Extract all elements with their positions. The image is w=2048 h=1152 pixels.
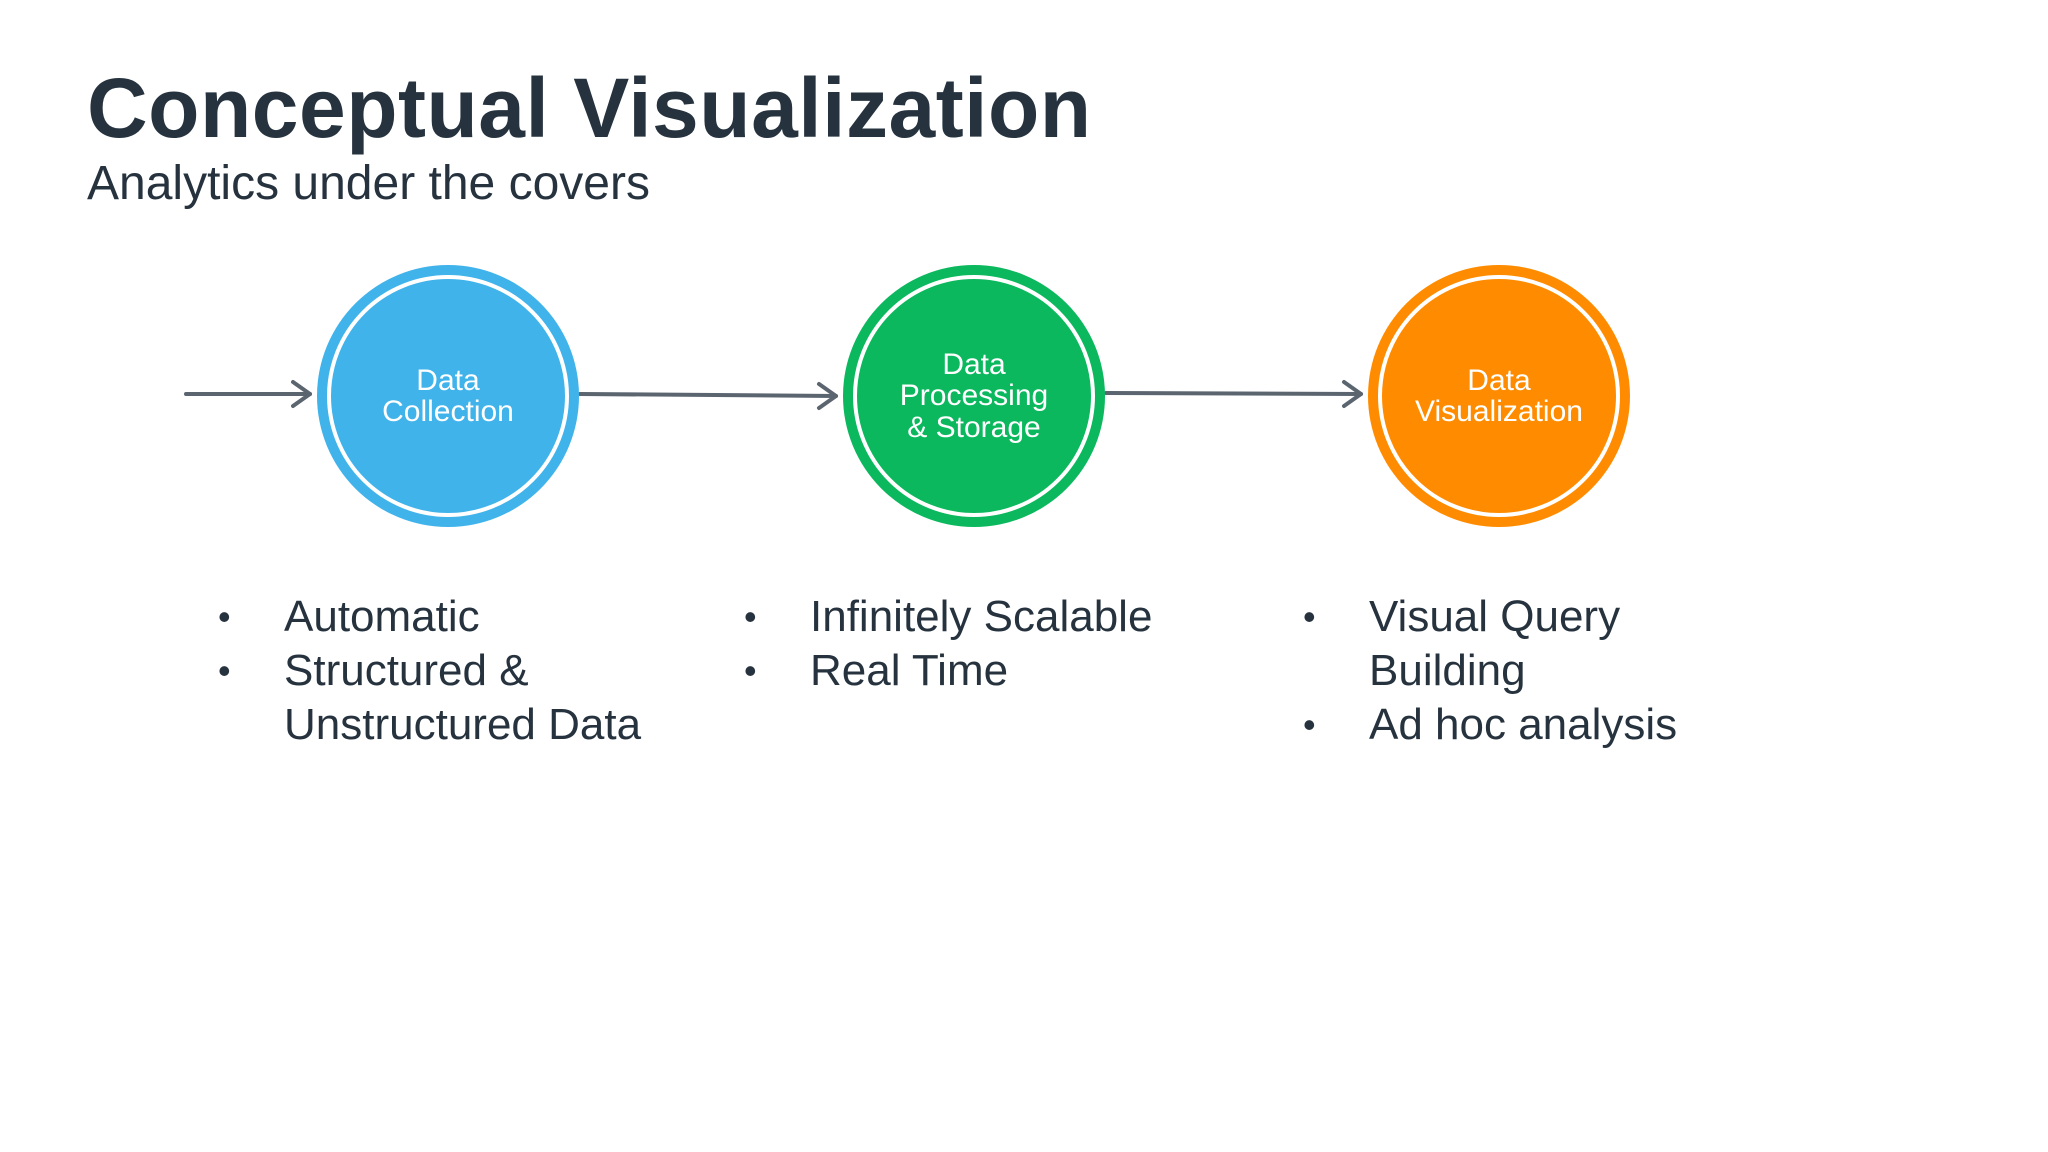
bullet-item: Visual Query Building <box>1303 590 1743 698</box>
bullet-item: Real Time <box>744 644 1304 698</box>
bullet-list-collection: Automatic Structured & Unstructured Data <box>218 590 678 752</box>
slide-title: Conceptual Visualization <box>87 61 1092 155</box>
node-ring <box>853 275 1095 517</box>
bullet-item: Ad hoc analysis <box>1303 698 1743 752</box>
arrow-processing-to-visualization <box>1104 391 1363 396</box>
bullet-list-visualization: Visual Query Building Ad hoc analysis <box>1303 590 1743 752</box>
arrowhead-into-collection <box>291 380 312 408</box>
node-ring <box>1378 275 1620 517</box>
node-data-collection: Data Collection <box>317 265 579 527</box>
bullet-item: Infinitely Scalable <box>744 590 1304 644</box>
node-data-processing-storage: Data Processing & Storage <box>843 265 1105 527</box>
node-ring <box>327 275 569 517</box>
bullet-list-processing: Infinitely Scalable Real Time <box>744 590 1304 698</box>
bullet-item: Automatic <box>218 590 678 644</box>
slide-subtitle: Analytics under the covers <box>87 157 650 210</box>
node-label: Data Visualization <box>1415 363 1583 428</box>
arrow-collection-to-processing <box>578 392 838 398</box>
bullet-item: Structured & Unstructured Data <box>218 644 678 752</box>
node-label: Data Collection <box>382 363 514 428</box>
arrowhead-processing-to-visualization <box>1342 380 1363 408</box>
node-label: Data Processing & Storage <box>899 347 1049 444</box>
arrowhead-collection-to-processing <box>817 382 838 410</box>
node-data-visualization: Data Visualization <box>1368 265 1630 527</box>
